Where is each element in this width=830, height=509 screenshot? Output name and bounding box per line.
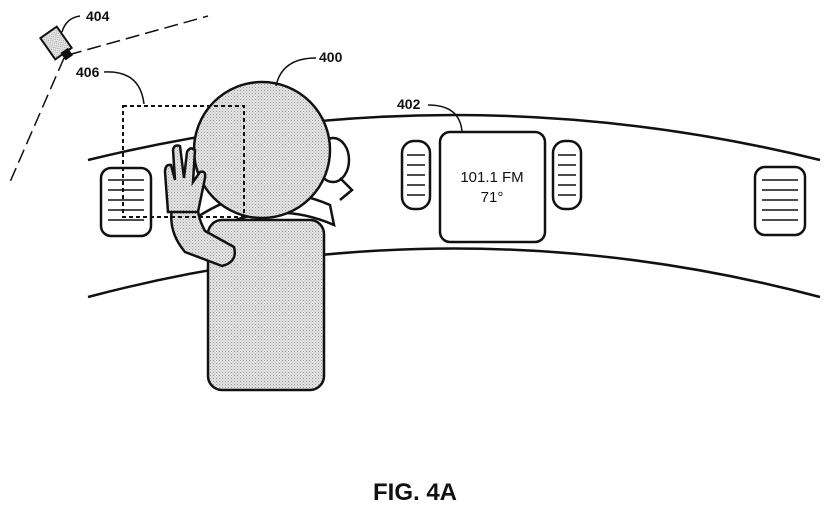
svg-text:400: 400 (319, 49, 343, 65)
occupant-head (194, 82, 330, 218)
occupant (165, 82, 330, 390)
label-404: 404 (62, 8, 110, 32)
display-temperature-text: 71° (481, 189, 504, 206)
left-air-vent (101, 168, 151, 236)
display-station-text: 101.1 FM (460, 169, 523, 186)
label-406: 406 (76, 64, 144, 104)
air-vent-icon (101, 168, 151, 236)
camera-fov-line-lower (10, 58, 64, 182)
svg-text:406: 406 (76, 64, 100, 80)
display-screen (440, 132, 545, 242)
camera-icon (40, 27, 73, 61)
figure-caption: FIG. 4A (373, 479, 457, 506)
center-display: 101.1 FM 71° (440, 132, 545, 242)
center-left-air-vent (402, 141, 430, 209)
right-air-vent (755, 167, 805, 235)
center-right-air-vent (553, 141, 581, 209)
vent-slats (108, 180, 144, 220)
svg-text:404: 404 (86, 8, 110, 24)
label-400: 400 (276, 49, 343, 86)
svg-text:402: 402 (397, 96, 421, 112)
air-vent-icon (755, 167, 805, 235)
